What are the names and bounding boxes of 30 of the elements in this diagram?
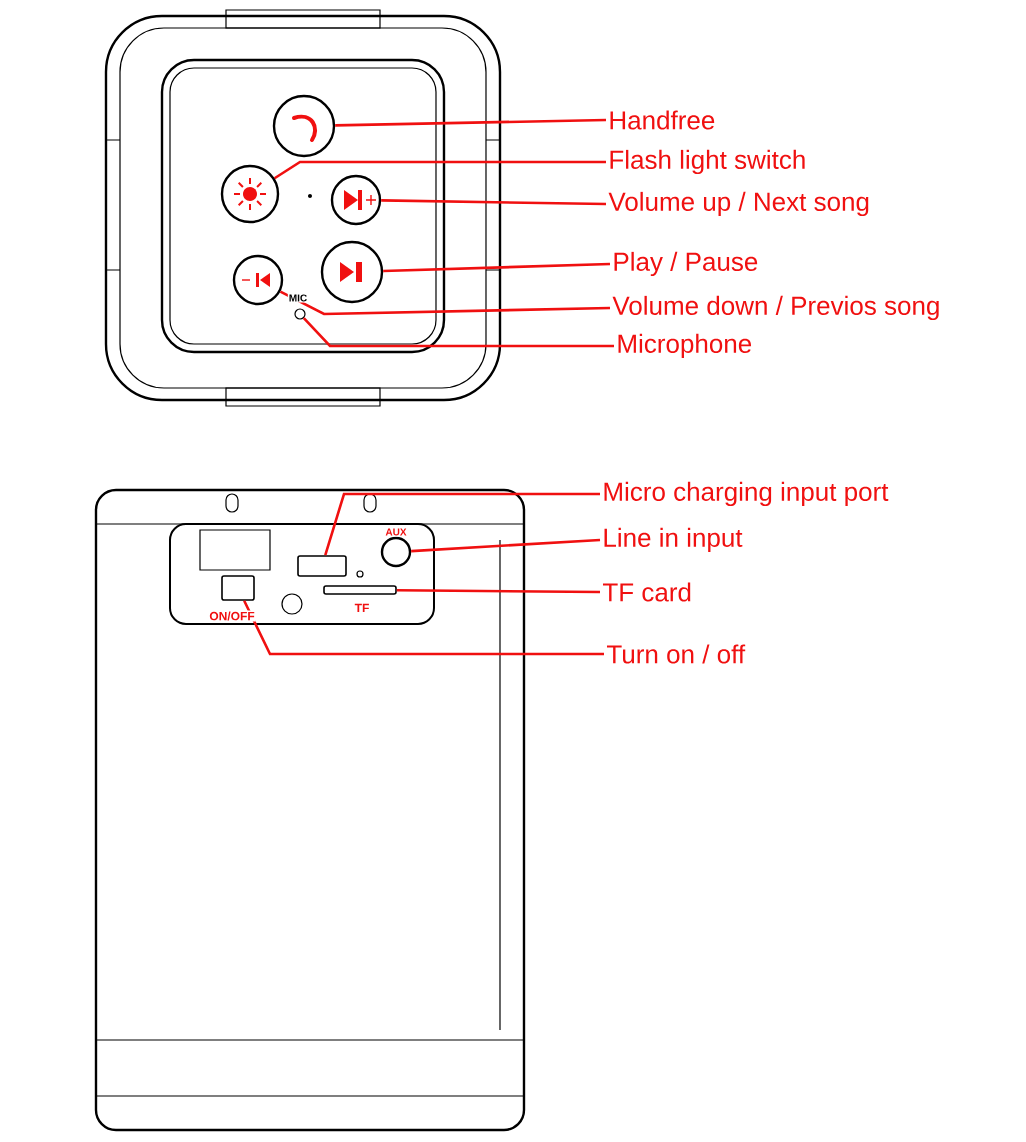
callout-label: Line in input (604, 527, 743, 553)
usb-port (297, 555, 347, 577)
leader-line (396, 589, 600, 594)
power-switch (221, 575, 255, 601)
callout-label: Turn on / off (607, 644, 746, 664)
leader-line (302, 317, 614, 348)
leader-line (335, 118, 606, 127)
callout-label: Volume up / Next song (608, 191, 869, 217)
callout-label: Microphone (618, 333, 752, 359)
play-button (320, 240, 384, 304)
callout-label: Handfree (610, 110, 715, 130)
leader-line (381, 199, 606, 206)
call-button (272, 94, 336, 158)
leader-line (243, 600, 604, 656)
leader-line (324, 492, 600, 556)
callout-label: TF card (603, 582, 691, 602)
leader-line (279, 290, 610, 316)
previous-button (232, 254, 284, 306)
audio-jack (380, 536, 412, 568)
leader-line (383, 262, 611, 273)
callout-label: Play / Pause (614, 251, 758, 277)
callout-label: Micro charging input port (604, 481, 889, 507)
next-button (330, 174, 382, 226)
leader-line (411, 538, 601, 553)
callout-label: Volume down / Previos song (612, 295, 939, 321)
light-button (220, 164, 280, 224)
leader-line (273, 160, 606, 180)
callout-label: Flash light switch (610, 149, 805, 175)
mic-hole (294, 308, 306, 320)
card-slot (323, 585, 397, 595)
